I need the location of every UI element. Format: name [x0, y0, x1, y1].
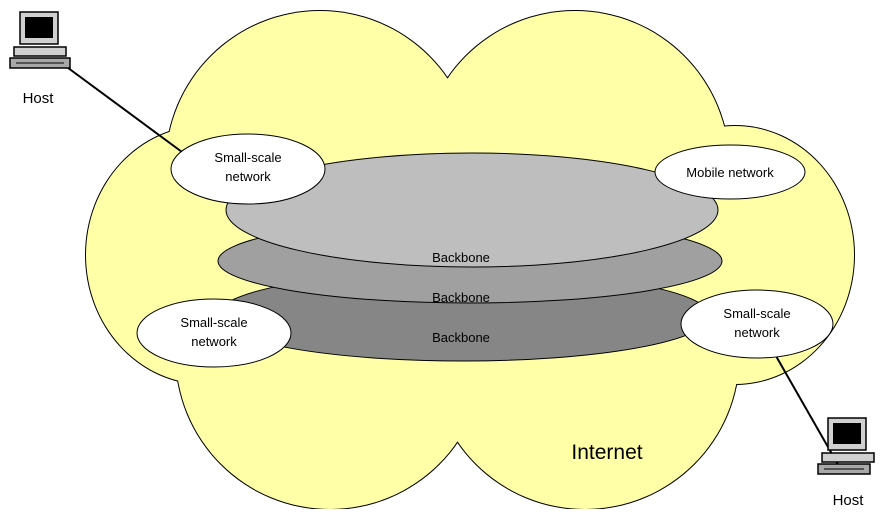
- backbone-label-top: Backbone: [432, 250, 490, 265]
- host-label: Host: [23, 90, 55, 107]
- network-label-line1: Small-scale: [723, 306, 790, 321]
- host-bottom-right: Host: [817, 417, 875, 509]
- network-label-line2: network: [191, 334, 237, 349]
- network-bottom-left: Small-scale network: [136, 298, 292, 368]
- host-link-line-1: [59, 61, 183, 153]
- backbone-label-middle: Backbone: [432, 290, 490, 305]
- network-label-line1: Small-scale: [180, 315, 247, 330]
- network-label-line2: network: [734, 325, 780, 340]
- backbone-label-bottom: Backbone: [432, 330, 490, 345]
- network-label-line1: Small-scale: [214, 150, 281, 165]
- internet-label: Internet: [571, 441, 642, 464]
- network-label-line1: Mobile network: [686, 165, 774, 180]
- backbone-top: [225, 152, 719, 268]
- network-top-right: Mobile network: [654, 144, 806, 200]
- desktop-computer-icon: [817, 417, 875, 475]
- desktop-computer-icon: [9, 11, 71, 69]
- backbone-stack: Backbone Backbone Backbone: [215, 152, 723, 362]
- network-label-line2: network: [225, 169, 271, 184]
- host-label: Host: [833, 492, 865, 509]
- host-top-left: Host: [9, 11, 71, 107]
- network-top-left: Small-scale network: [170, 133, 326, 205]
- network-bottom-right: Small-scale network: [680, 289, 834, 359]
